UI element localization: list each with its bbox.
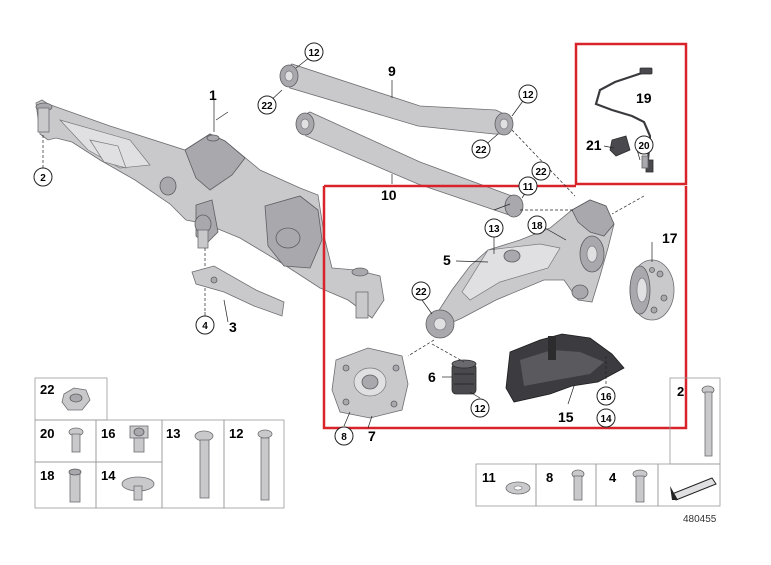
sensor-bracket[interactable] (609, 135, 631, 157)
callout-19: 19 (636, 90, 652, 106)
screw-icon (632, 469, 648, 503)
callout-7: 7 (368, 428, 376, 444)
upper-control-arm[interactable] (279, 63, 514, 136)
callout-22-upper-arm: 22 (261, 101, 273, 112)
fastener-label-20: 20 (40, 426, 54, 441)
bolt-icon (194, 430, 214, 499)
callout-12-upper-arm: 12 (308, 48, 320, 59)
fastener-label-22: 22 (40, 382, 54, 397)
callout-17: 17 (662, 230, 678, 246)
rubber-bushing[interactable] (451, 359, 477, 395)
callout-6: 6 (428, 369, 436, 385)
callout-5: 5 (443, 252, 451, 268)
figure-id: 480455 (683, 514, 717, 525)
fastener-label-2: 2 (677, 384, 684, 399)
rear-axle-subframe[interactable] (35, 99, 385, 319)
bolt-icon (257, 429, 273, 501)
mount-plate[interactable] (331, 347, 409, 419)
sensor-screw[interactable] (641, 155, 649, 169)
callout-2: 2 (40, 173, 46, 184)
callout-16: 16 (600, 392, 612, 403)
callout-22-lower-arm: 22 (535, 167, 547, 178)
callout-15: 15 (558, 409, 574, 425)
underbody-guard[interactable] (505, 333, 625, 403)
fastener-label-4: 4 (609, 470, 617, 485)
underbody-plate[interactable] (191, 265, 285, 317)
rivet-icon (121, 476, 155, 501)
fastener-label-11: 11 (482, 470, 496, 485)
hardware-table: 11 8 4 (475, 463, 721, 507)
callout-14: 14 (600, 414, 612, 425)
fastener-label-14: 14 (101, 468, 116, 483)
callout-21: 21 (586, 137, 602, 153)
callout-11: 11 (523, 182, 534, 193)
callout-labels: 1 2 3 4 5 6 7 8 9 10 11 12 12 12 13 14 1… (33, 42, 678, 446)
clip-nut-icon (129, 425, 149, 453)
sensor-highlight-box (574, 42, 688, 186)
arrow-icon (670, 477, 717, 501)
callout-8: 8 (341, 432, 347, 443)
wheel-hub[interactable] (629, 259, 675, 321)
callout-22-upper-arm-outer: 22 (475, 145, 487, 156)
stud-icon (68, 468, 82, 503)
callout-22-carrier: 22 (415, 287, 427, 298)
nut-icon (61, 387, 91, 411)
long-bolt-icon (701, 385, 715, 457)
fastener-label-8: 8 (546, 470, 553, 485)
fastener-label-16: 16 (101, 426, 115, 441)
bolt-2-panel: 2 (669, 377, 721, 465)
fastener-label-12: 12 (229, 426, 243, 441)
callout-1: 1 (209, 87, 217, 103)
callout-4: 4 (202, 321, 208, 332)
callout-13: 13 (488, 224, 500, 235)
callout-10: 10 (381, 187, 397, 203)
callout-18: 18 (531, 221, 543, 232)
callout-9: 9 (388, 63, 396, 79)
fastener-table: 22 20 16 13 12 18 14 (34, 377, 285, 509)
fastener-label-13: 13 (166, 426, 180, 441)
screw-icon (68, 427, 84, 453)
callout-20: 20 (638, 141, 650, 152)
fastener-label-18: 18 (40, 468, 54, 483)
stud-icon (571, 469, 585, 501)
callout-12-bushing: 12 (474, 404, 486, 415)
washer-icon (505, 481, 531, 495)
callout-12-upper-arm-outer: 12 (522, 90, 534, 101)
wheel-carrier[interactable] (425, 199, 615, 339)
lower-control-arm[interactable] (295, 111, 524, 218)
callout-3: 3 (229, 319, 237, 335)
